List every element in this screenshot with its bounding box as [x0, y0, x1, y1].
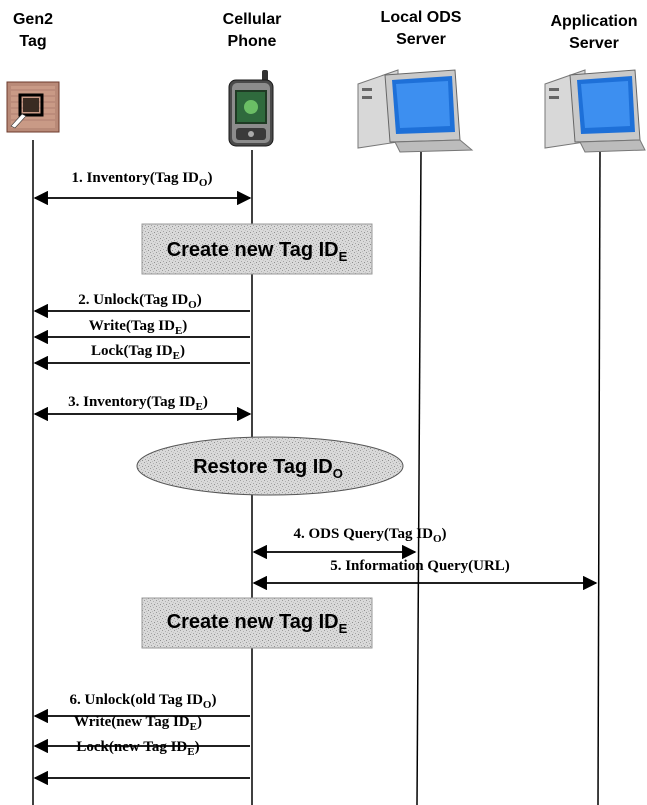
svg-text:Restore Tag IDO: Restore Tag IDO [193, 456, 343, 481]
msg-6-label: 4. ODS Query(Tag IDO) [293, 526, 446, 545]
msg-4-label: Lock(Tag IDE) [91, 343, 185, 362]
ods-header-line1: Local ODS [381, 9, 462, 26]
msg-8-label: 6. Unlock(old Tag IDO) [70, 692, 217, 711]
svg-text:Create new Tag IDE: Create new Tag IDE [167, 239, 348, 264]
desktop-computer-icon [544, 69, 646, 153]
app-header-line2: Server [569, 35, 619, 52]
msg-5-label: 3. Inventory(Tag IDE) [68, 394, 208, 413]
msg-2-label: 2. Unlock(Tag IDO) [78, 292, 201, 311]
msg-3-label: Write(Tag IDE) [89, 318, 188, 337]
msg-10-label: Lock(new Tag IDE) [76, 739, 199, 758]
rfid-tag-icon [6, 81, 60, 133]
app-lifeline [597, 151, 601, 805]
create-tag-box: Create new Tag IDE [141, 223, 373, 275]
app-header-line1: Application [550, 13, 637, 30]
ods-header-line2: Server [396, 31, 446, 48]
cellular-phone-icon [228, 70, 274, 147]
tag-header-line2: Tag [19, 33, 46, 50]
tag-header-line1: Gen2 [13, 11, 53, 28]
create-tag-box: Create new Tag IDE [141, 597, 373, 649]
msg-7-label: 5. Information Query(URL) [330, 558, 510, 574]
phone-header-line2: Phone [228, 33, 277, 50]
phone-header-line1: Cellular [223, 11, 282, 28]
msg-1-label: 1. Inventory(Tag IDO) [72, 170, 213, 189]
msg-9-label: Write(new Tag IDE) [74, 714, 202, 733]
ods-lifeline [416, 151, 422, 805]
svg-text:Create new Tag IDE: Create new Tag IDE [167, 611, 348, 636]
desktop-computer-icon [357, 69, 474, 153]
restore-tag-ellipse: Restore Tag IDO [136, 436, 404, 496]
